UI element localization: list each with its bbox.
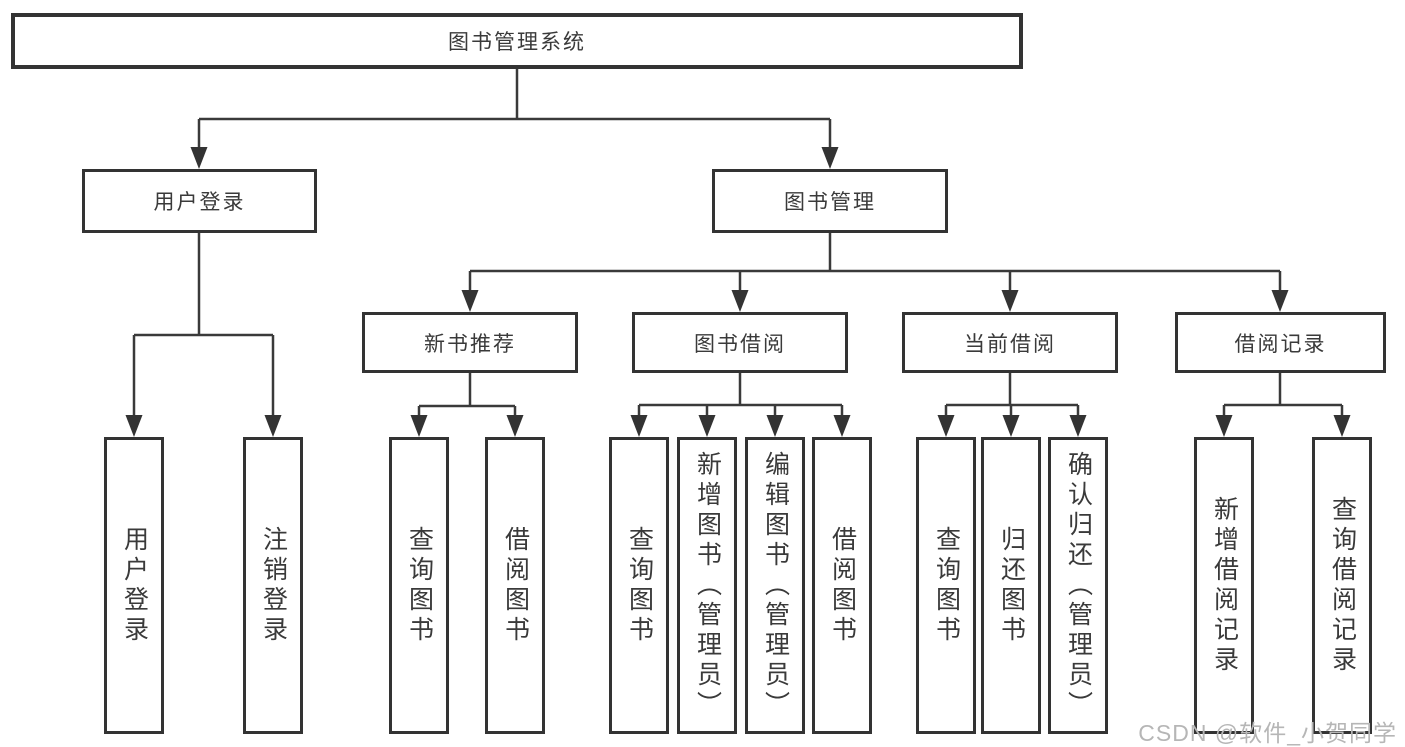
leaf-logout: 注销登录	[243, 437, 303, 734]
leaf-borrow-query-books: 查询图书	[609, 437, 669, 734]
leaf-add-borrow-record: 新增借阅记录	[1194, 437, 1254, 734]
node-user-login-branch: 用户登录	[82, 169, 317, 233]
arrowheads	[125, 147, 1351, 437]
node-borrow-records-branch: 借阅记录	[1175, 312, 1386, 373]
leaf-query-borrow-record: 查询借阅记录	[1312, 437, 1372, 734]
node-book-borrow-label: 图书借阅	[694, 332, 786, 356]
leaf-recommend-query-books: 查询图书	[389, 437, 449, 734]
node-new-book-recommend-label: 新书推荐	[424, 332, 516, 356]
leaf-borrow-books: 借阅图书	[812, 437, 872, 734]
csdn-watermark: CSDN @软件_小贺同学	[1138, 720, 1397, 746]
node-current-borrow-label: 当前借阅	[964, 332, 1056, 356]
leaf-edit-books-admin: 编辑图书（管理员）	[745, 437, 805, 734]
node-current-borrow-branch: 当前借阅	[902, 312, 1118, 373]
node-user-login-label: 用户登录	[153, 191, 246, 214]
node-root-system: 图书管理系统	[11, 13, 1023, 69]
node-new-book-recommend-branch: 新书推荐	[362, 312, 578, 373]
node-book-borrow-branch: 图书借阅	[632, 312, 848, 373]
node-book-management-label: 图书管理	[784, 191, 876, 214]
node-borrow-records-label: 借阅记录	[1234, 332, 1327, 356]
leaf-add-books-admin: 新增图书（管理员）	[677, 437, 737, 734]
leaf-current-query-books: 查询图书	[916, 437, 976, 734]
tree-edges	[132, 69, 1344, 421]
node-book-management-branch: 图书管理	[712, 169, 948, 233]
leaf-return-books: 归还图书	[981, 437, 1041, 734]
node-root-label: 图书管理系统	[448, 31, 586, 54]
leaf-user-login: 用户登录	[104, 437, 164, 734]
leaf-recommend-borrow-books: 借阅图书	[485, 437, 545, 734]
leaf-confirm-return-admin: 确认归还（管理员）	[1048, 437, 1108, 734]
